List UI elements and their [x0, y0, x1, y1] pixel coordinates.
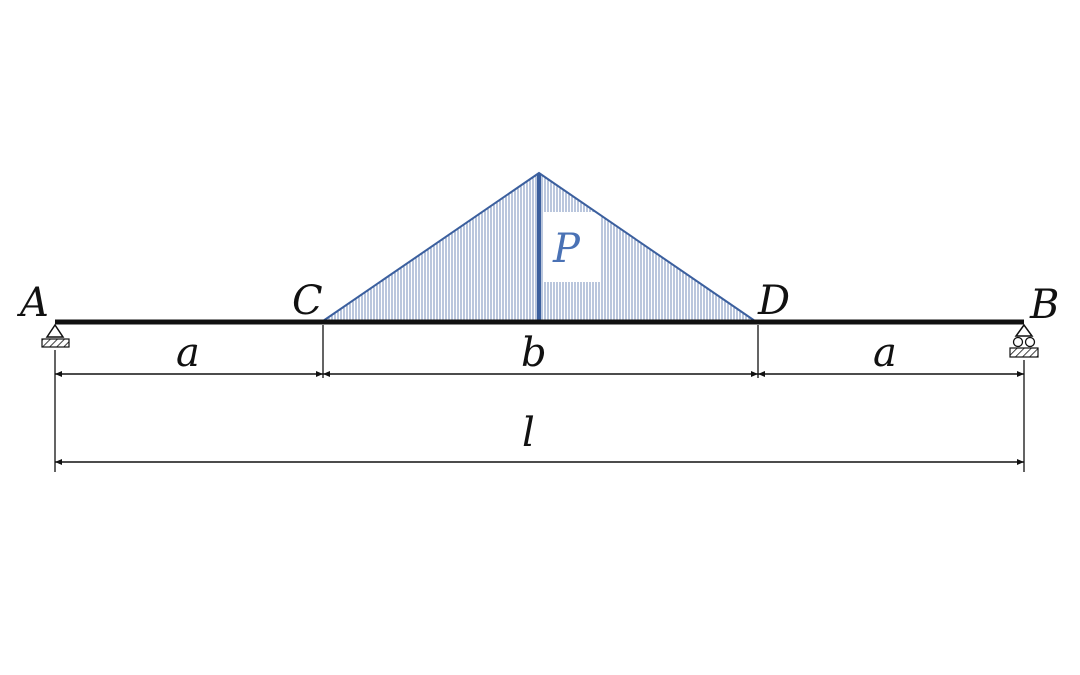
pin-support-base [41, 338, 70, 348]
arrow-tick [758, 371, 765, 377]
dimension-label-middle: b [521, 330, 547, 376]
pin-support-a [41, 323, 70, 348]
arrow-tick [55, 459, 62, 465]
roller-support-base [1009, 347, 1039, 358]
dimension-label-left: a [176, 330, 200, 376]
extension-lines [54, 325, 1025, 472]
arrow-tick [55, 371, 62, 377]
roller-support-b [1009, 323, 1039, 358]
dimension-label-total: l [522, 410, 535, 456]
pin-support-triangle [45, 323, 65, 338]
dimension-ticks [55, 371, 1024, 465]
arrow-tick [1017, 371, 1024, 377]
point-label-d: D [757, 278, 790, 324]
load-outline [322, 171, 756, 322]
point-label-b: B [1029, 282, 1059, 328]
load-label-p: P [552, 226, 581, 272]
arrow-tick [316, 371, 323, 377]
roller-left [1012, 336, 1024, 348]
arrow-tick [323, 371, 330, 377]
point-label-a: A [16, 280, 49, 326]
load-label-background [543, 212, 601, 282]
point-label-c: C [292, 278, 323, 324]
dimension-label-right: a [873, 330, 897, 376]
roller-support-triangle [1014, 323, 1034, 337]
arrow-tick [751, 371, 758, 377]
dimension-lines [55, 373, 1024, 463]
roller-right [1024, 336, 1036, 348]
triangular-load: P [322, 171, 756, 322]
arrow-tick [1017, 459, 1024, 465]
